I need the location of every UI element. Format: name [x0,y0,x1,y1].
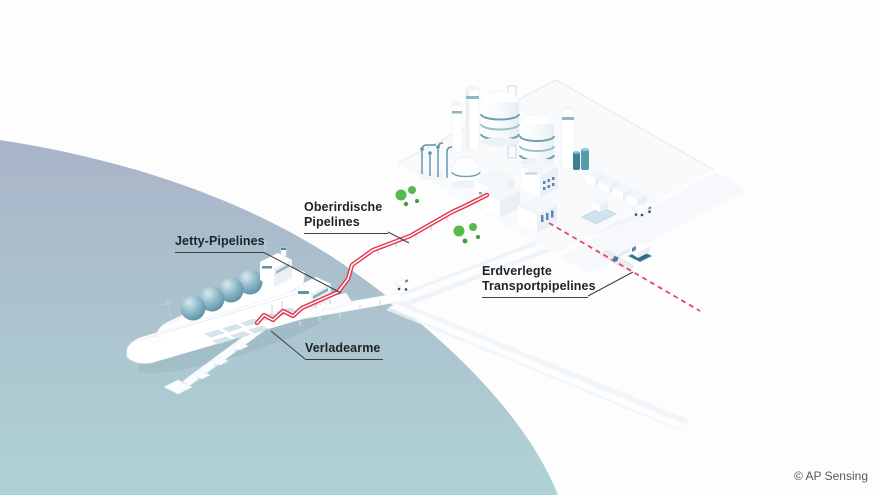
pipeline-route-inner [256,194,488,324]
copyright-notice: © AP Sensing [793,469,868,483]
chimney-stacks-icon [451,85,575,169]
plant-fence [397,79,715,171]
walkway-pad [193,370,211,380]
trees [395,186,480,244]
small-hut [592,197,608,212]
label-verladearme-text: Verladearme [305,341,381,355]
label-erdverlegte-line2: Transportpipelines [482,278,596,293]
plant-platform-shadow [560,172,746,274]
truck-bays-icon [585,169,647,207]
label-underline [304,232,388,234]
lng-sphere [199,286,225,312]
teal-tanks-icon [573,147,589,170]
leader-erdverlegte [587,271,634,297]
front-ship-hull [126,287,328,364]
excavator-icon [612,241,652,262]
label-erdverlegte-line1: Erdverlegte [482,264,552,278]
label-underline [482,296,588,298]
bow-mast-icon [159,298,174,319]
buried-transport-pipeline [548,222,701,312]
jetty-supports [197,300,381,382]
leader-verladearme [270,330,306,360]
leader-jetty-pipelines [262,251,342,294]
label-jetty-pipelines-text: Jetty-Pipelines [175,234,265,248]
plant-buildings [474,168,520,218]
storage-tank-1 [480,90,520,147]
walkway-pad [231,341,249,351]
lng-sphere [218,277,244,303]
leader-oberirdische [387,231,410,244]
lng-sphere [180,295,206,321]
buried-pipeline-works [548,222,701,312]
label-underline [305,358,383,360]
label-verladearme: Verladearme [305,341,383,360]
rear-ship-superstructure [259,240,293,287]
label-oberirdische-line2: Pipelines [304,214,360,229]
walkway-end-platform [163,379,193,395]
truck-icon [631,203,652,217]
pipeline-terminal-building [518,196,557,233]
red-pipeline [254,192,490,326]
label-erdverlegte-transportpipelines: Erdverlegte Transportpipelines [482,264,596,298]
bow-structure [147,335,163,344]
label-oberirdische-pipelines: Oberirdische Pipelines [304,200,388,234]
dome-tank-icon [451,156,481,188]
walkway-pad [211,356,229,366]
lng-sphere [237,269,263,295]
label-underline [175,251,263,253]
storage-tank-2 [519,113,555,166]
leader-lines [262,231,634,360]
process-columns-icon [419,142,453,180]
windowed-building [522,157,558,198]
label-oberirdische-line1: Oberirdische [304,200,383,214]
van-icon [395,278,411,291]
terminal-plant [397,79,746,274]
pool [581,206,617,225]
label-jetty-pipelines: Jetty-Pipelines [175,234,265,253]
